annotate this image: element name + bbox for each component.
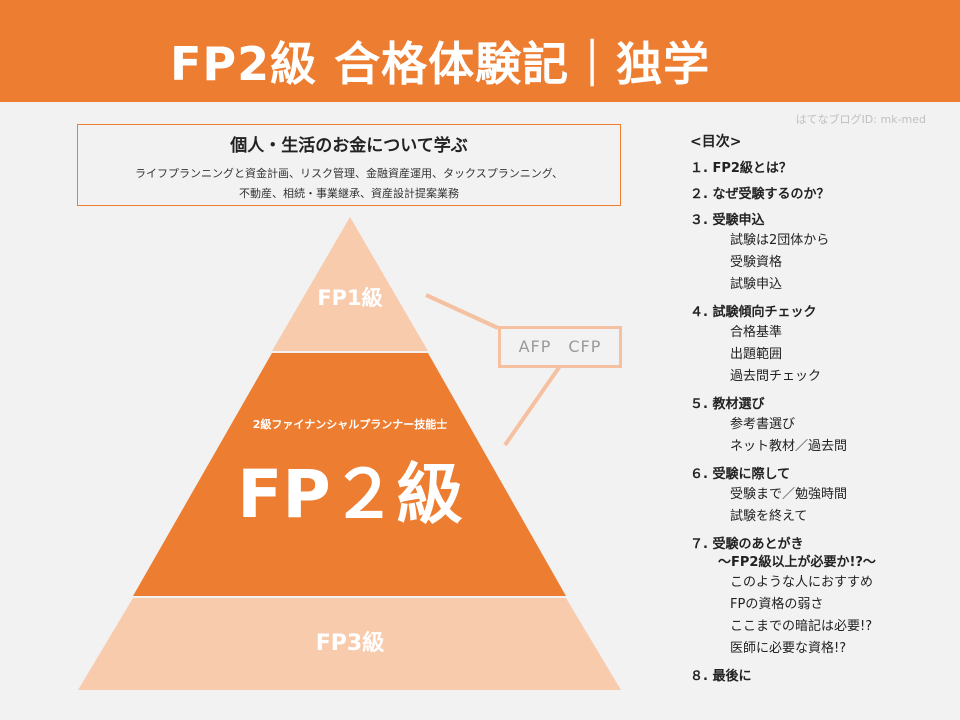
toc-subitem[interactable]: 試験を終えて xyxy=(730,509,808,524)
toc-list: １. FP2級とは？ ２. なぜ受験するのか？ ３. 受験申込試験は2団体から受験資… xyxy=(690,160,950,686)
toc-item[interactable]: ５. 教材選び xyxy=(690,397,765,412)
header-banner: FP2級 合格体験記｜独学 xyxy=(0,0,960,102)
fp1-label: FP1級 xyxy=(317,286,382,310)
toc-item[interactable]: ７. 受験のあとがき xyxy=(690,537,804,552)
toc-subitem[interactable]: 医師に必要な資格!? xyxy=(730,641,847,656)
page-title: FP2級 合格体験記｜独学 xyxy=(170,37,711,91)
info-line: 不動産、相続・事業継承、資産設計提案業務 xyxy=(239,187,459,200)
toc-subitem[interactable]: 試験は2団体から xyxy=(730,233,830,248)
toc-heading: <目次> xyxy=(690,134,742,150)
afp-cfp-box: AFP CFP xyxy=(498,326,622,368)
toc-subitem[interactable]: ネット教材／過去問 xyxy=(730,439,848,454)
toc-item[interactable]: ６. 受験に際して xyxy=(690,467,791,482)
fp3-label: FP3級 xyxy=(316,630,384,656)
pyramid-tier-bottom xyxy=(78,598,621,690)
toc-item[interactable]: ２. なぜ受験するのか？ xyxy=(690,187,830,202)
blog-id: はてなブログID: mk-med xyxy=(795,113,926,126)
toc-subitem[interactable]: 受験まで／勉強時間 xyxy=(730,487,848,502)
info-title: 個人・生活のお金について学ぶ xyxy=(230,136,468,156)
toc-subitem[interactable]: 過去問チェック xyxy=(730,369,822,384)
info-box: 個人・生活のお金について学ぶ ライフプランニングと資金計画、リスク管理、金融資産… xyxy=(77,124,621,206)
info-line: ライフプランニングと資金計画、リスク管理、金融資産運用、タックスプランニング、 xyxy=(135,167,563,180)
toc-subitem[interactable]: ここまでの暗記は必要!? xyxy=(730,619,873,634)
pyramid-tier-top xyxy=(272,217,428,351)
toc-item[interactable]: ８. 最後に xyxy=(690,669,752,684)
toc-item-note: 〜FP2級以上が必要か!?〜 xyxy=(718,555,876,570)
table-of-contents: <目次> １. FP2級とは？ ２. なぜ受験するのか？ ３. 受験申込試験は2団体… xyxy=(690,131,950,686)
toc-subitem[interactable]: 試験申込 xyxy=(730,277,783,292)
toc-subitem[interactable]: 参考書選び xyxy=(730,417,796,432)
fp2-label: FP２級 xyxy=(237,456,462,533)
connector-line-top xyxy=(425,293,499,330)
toc-subitem[interactable]: 受験資格 xyxy=(730,255,783,270)
toc-item[interactable]: ４. 試験傾向チェック xyxy=(690,305,817,320)
toc-subitem[interactable]: 合格基準 xyxy=(730,325,783,340)
toc-item[interactable]: １. FP2級とは？ xyxy=(690,161,792,176)
toc-subitem[interactable]: 出題範囲 xyxy=(730,347,783,362)
connector-line-middle xyxy=(503,364,562,447)
pyramid-tier-middle xyxy=(133,353,566,596)
toc-item[interactable]: ３. 受験申込 xyxy=(690,213,765,228)
info-description: ライフプランニングと資金計画、リスク管理、金融資産運用、タックスプランニング、 … xyxy=(78,164,620,204)
fp2-caption: 2級ファイナンシャルプランナー技能士 xyxy=(253,417,447,431)
toc-subitem[interactable]: FPの資格の弱さ xyxy=(730,597,824,612)
toc-subitem[interactable]: このような人におすすめ xyxy=(730,575,874,590)
